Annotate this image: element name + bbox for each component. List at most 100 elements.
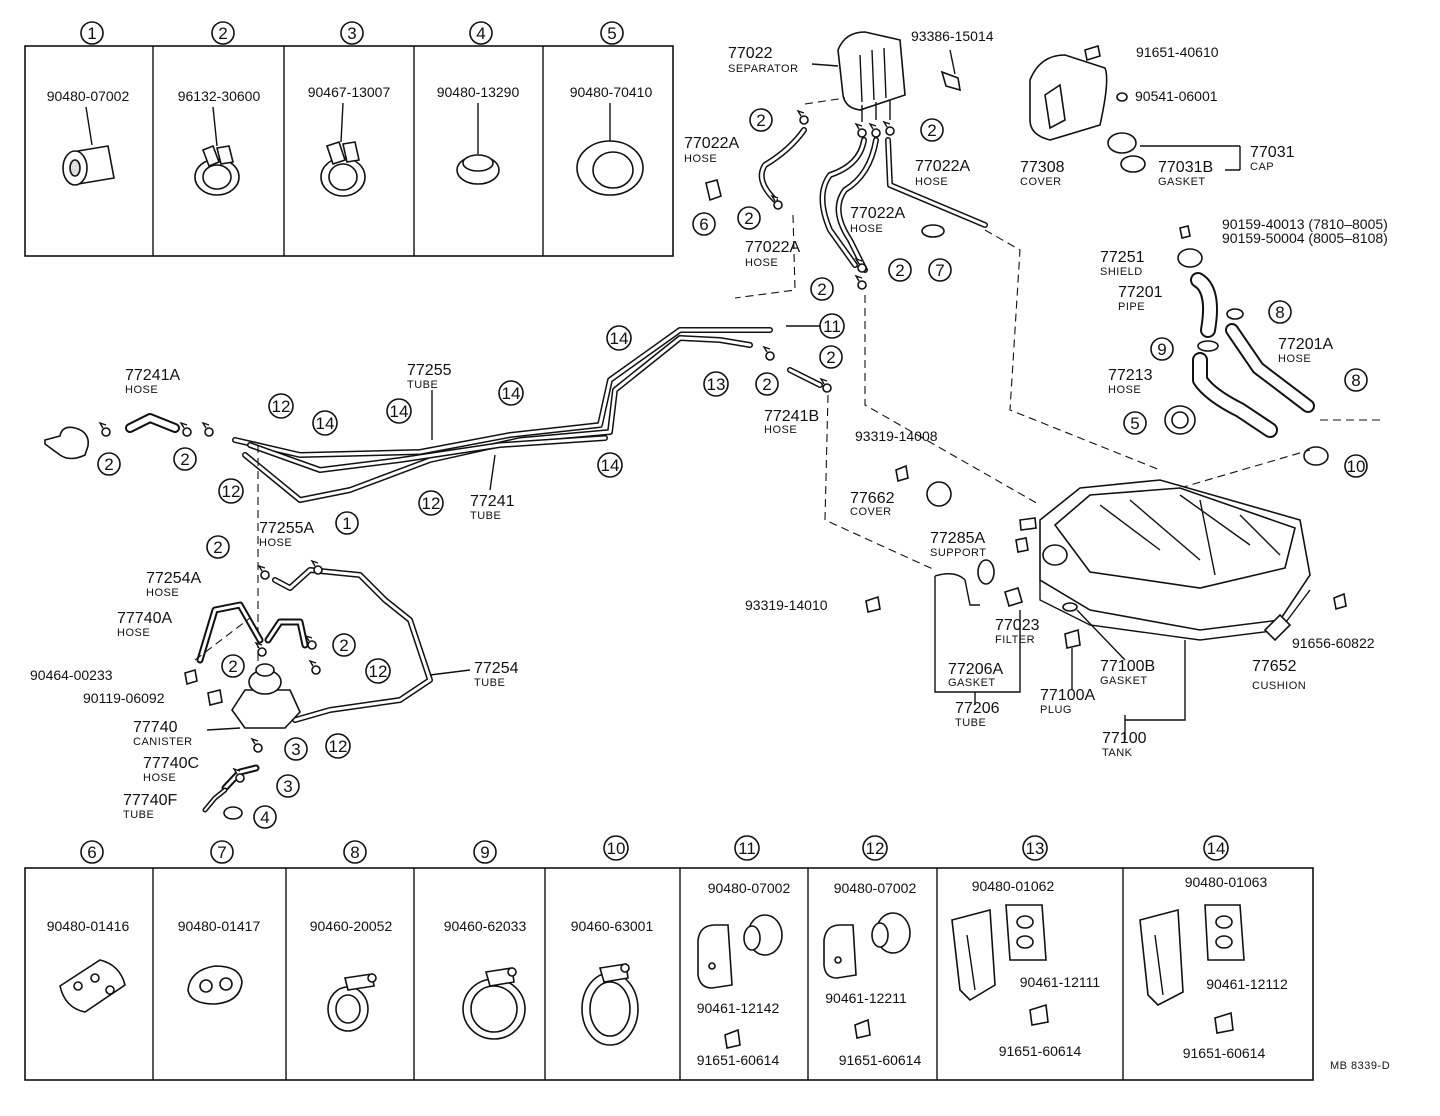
label-number: 77201 xyxy=(1118,284,1163,301)
label-name: PLUG xyxy=(1040,704,1072,716)
svg-text:11: 11 xyxy=(738,839,756,858)
part-number: 90480-70410 xyxy=(570,84,653,100)
label-name: HOSE xyxy=(146,587,179,599)
filler-assembly: 91651-40610 90541-06001 77308 COVER 7703… xyxy=(984,44,1388,489)
svg-text:2: 2 xyxy=(826,348,835,367)
canister-assembly: 77255A HOSE 2 77254 TUBE 77254A HOSE 777… xyxy=(30,520,519,829)
callout-2: 2 xyxy=(819,345,843,369)
svg-text:2: 2 xyxy=(180,450,189,469)
part-number: 90480-13290 xyxy=(437,84,520,100)
callout-8: 8 xyxy=(1268,300,1292,324)
part-number: 91651-60614 xyxy=(999,1043,1082,1059)
callout-2: 2 xyxy=(737,206,761,230)
callout-12: 12 xyxy=(365,658,391,684)
label-number: 77206 xyxy=(955,700,1000,717)
part-number: 90480-07002 xyxy=(47,88,130,104)
part-number: 90460-62033 xyxy=(444,918,527,934)
label-number: 77100 xyxy=(1102,730,1147,747)
callout-8: 8 xyxy=(1344,368,1368,392)
label-number: 77241A xyxy=(125,367,180,384)
callout-6: 6 xyxy=(80,840,104,864)
label-name: CAP xyxy=(1250,161,1274,173)
part-number: 90461-12211 xyxy=(825,990,907,1006)
svg-text:8: 8 xyxy=(1351,371,1360,390)
callout-14: 14 xyxy=(498,380,524,406)
svg-text:14: 14 xyxy=(502,384,521,403)
grommet-large-sketch xyxy=(576,103,644,196)
svg-text:4: 4 xyxy=(476,24,485,43)
label-name: TUBE xyxy=(470,510,501,522)
label-number: 77031B xyxy=(1158,159,1213,176)
label-number: 77740C xyxy=(143,755,199,772)
part-number: 93319-14010 xyxy=(745,597,828,613)
svg-text:9: 9 xyxy=(1157,340,1166,359)
svg-text:14: 14 xyxy=(390,402,409,421)
callout-3: 3 xyxy=(340,21,364,45)
label-name: SHIELD xyxy=(1100,266,1143,278)
label-number: 77255 xyxy=(407,362,452,379)
callout-14: 14 xyxy=(386,398,412,424)
label-name: TUBE xyxy=(123,809,154,821)
label-number: 77254A xyxy=(146,570,201,587)
callout-12: 12 xyxy=(325,733,351,759)
band-clamp-sketch xyxy=(327,973,377,1032)
label-name: GASKET xyxy=(948,677,996,689)
part-number: 93386-15014 xyxy=(911,28,994,44)
svg-text:2: 2 xyxy=(213,538,222,557)
callout-2: 2 xyxy=(97,452,121,476)
callout-2: 2 xyxy=(332,633,356,657)
svg-text:10: 10 xyxy=(1347,457,1366,476)
callout-10: 10 xyxy=(603,835,629,861)
separator-hoses: 77022A HOSE 77022A HOSE 77022A HOSE 7702… xyxy=(684,97,988,301)
svg-text:14: 14 xyxy=(601,456,620,475)
part-number: 91651-40610 xyxy=(1136,44,1219,60)
tube-clamp-sketch xyxy=(697,914,783,1049)
label-name: HOSE xyxy=(764,424,797,436)
callout-4: 4 xyxy=(253,805,277,829)
svg-text:5: 5 xyxy=(1130,414,1139,433)
part-number: 90541-06001 xyxy=(1135,88,1218,104)
label-number: 77206A xyxy=(948,661,1003,678)
part-number: 90159-50004 (8005–8108) xyxy=(1222,230,1388,246)
label-name: TANK xyxy=(1102,747,1133,759)
svg-text:12: 12 xyxy=(329,737,348,756)
callout-1: 1 xyxy=(335,511,359,535)
separator-assembly: 77022 SEPARATOR 93386-15014 xyxy=(728,28,994,122)
callout-13: 13 xyxy=(1022,835,1048,861)
callout-14: 14 xyxy=(597,452,623,478)
label-number: 77662 xyxy=(850,490,895,507)
callout-12: 12 xyxy=(862,835,888,861)
label-name: HOSE xyxy=(684,153,717,165)
callout-2: 2 xyxy=(888,258,912,282)
label-name: GASKET xyxy=(1100,675,1148,687)
svg-text:8: 8 xyxy=(350,843,359,862)
label-number: 77254 xyxy=(474,660,519,677)
bracket-clamp-sketch xyxy=(951,904,1049,1026)
svg-text:13: 13 xyxy=(707,375,726,394)
part-number: 90460-20052 xyxy=(310,918,393,934)
part-number: 90461-12142 xyxy=(697,1000,780,1016)
part-number: 90159-40013 (7810–8005) xyxy=(1222,216,1388,232)
callout-11: 11 xyxy=(734,835,760,861)
svg-text:3: 3 xyxy=(347,24,356,43)
label-number: 77285A xyxy=(930,530,985,547)
svg-text:3: 3 xyxy=(291,740,300,759)
svg-text:2: 2 xyxy=(218,24,227,43)
bottom-parts-table: 6 7 8 9 10 11 12 13 14 90480-01416 90480… xyxy=(24,835,1314,1081)
clip-sketch xyxy=(187,965,243,1005)
callout-6: 6 xyxy=(692,212,716,236)
label-name: HOSE xyxy=(117,627,150,639)
bracket-clamp-sketch xyxy=(1139,904,1245,1034)
part-number: 90480-07002 xyxy=(834,880,917,896)
part-number: 96132-30600 xyxy=(178,88,261,104)
label-name: HOSE xyxy=(745,257,778,269)
callout-8: 8 xyxy=(343,840,367,864)
svg-text:7: 7 xyxy=(935,261,944,280)
callout-2: 2 xyxy=(920,118,944,142)
label-name: PIPE xyxy=(1118,301,1145,313)
part-number: 93319-14008 xyxy=(855,428,938,444)
callout-12: 12 xyxy=(418,490,444,516)
label-number: 77201A xyxy=(1278,336,1333,353)
label-number: 77251 xyxy=(1100,249,1145,266)
part-number: 90480-07002 xyxy=(708,880,791,896)
